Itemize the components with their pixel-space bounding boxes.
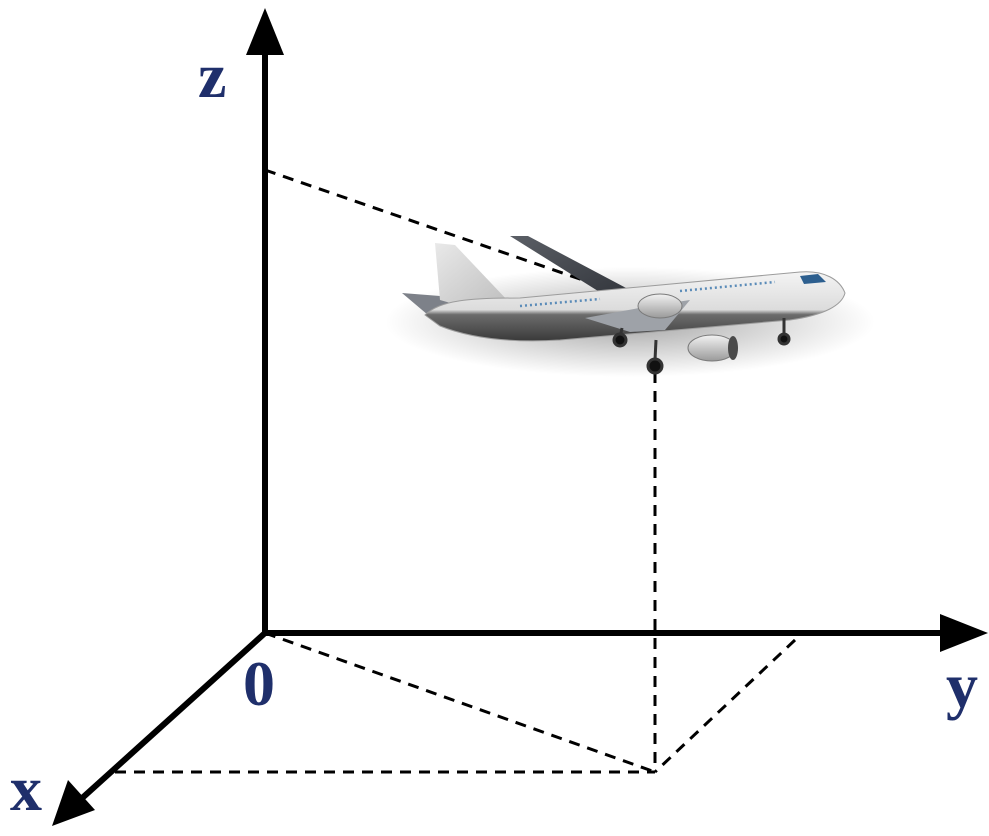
origin-label: 0 xyxy=(243,648,275,719)
y-axis-arrowhead xyxy=(940,614,988,652)
axes xyxy=(52,8,988,826)
landing-gear xyxy=(612,318,791,375)
y-axis-label: y xyxy=(946,650,978,721)
z-axis-label: z xyxy=(198,40,227,111)
near-engine xyxy=(687,334,738,362)
vertical-tail xyxy=(435,243,510,308)
far-wing xyxy=(510,236,645,306)
x-axis xyxy=(77,630,268,803)
x-axis-label: x xyxy=(10,753,42,824)
airliner-icon xyxy=(385,236,875,377)
x-axis-arrowhead xyxy=(52,780,95,826)
passenger-windows xyxy=(519,280,776,308)
ground-to-origin-line xyxy=(264,631,656,774)
z-axis-arrowhead xyxy=(246,8,284,55)
cockpit-windows xyxy=(800,274,826,284)
ground-to-y-line xyxy=(653,638,797,774)
far-engine xyxy=(637,293,683,319)
fuselage xyxy=(424,271,846,342)
